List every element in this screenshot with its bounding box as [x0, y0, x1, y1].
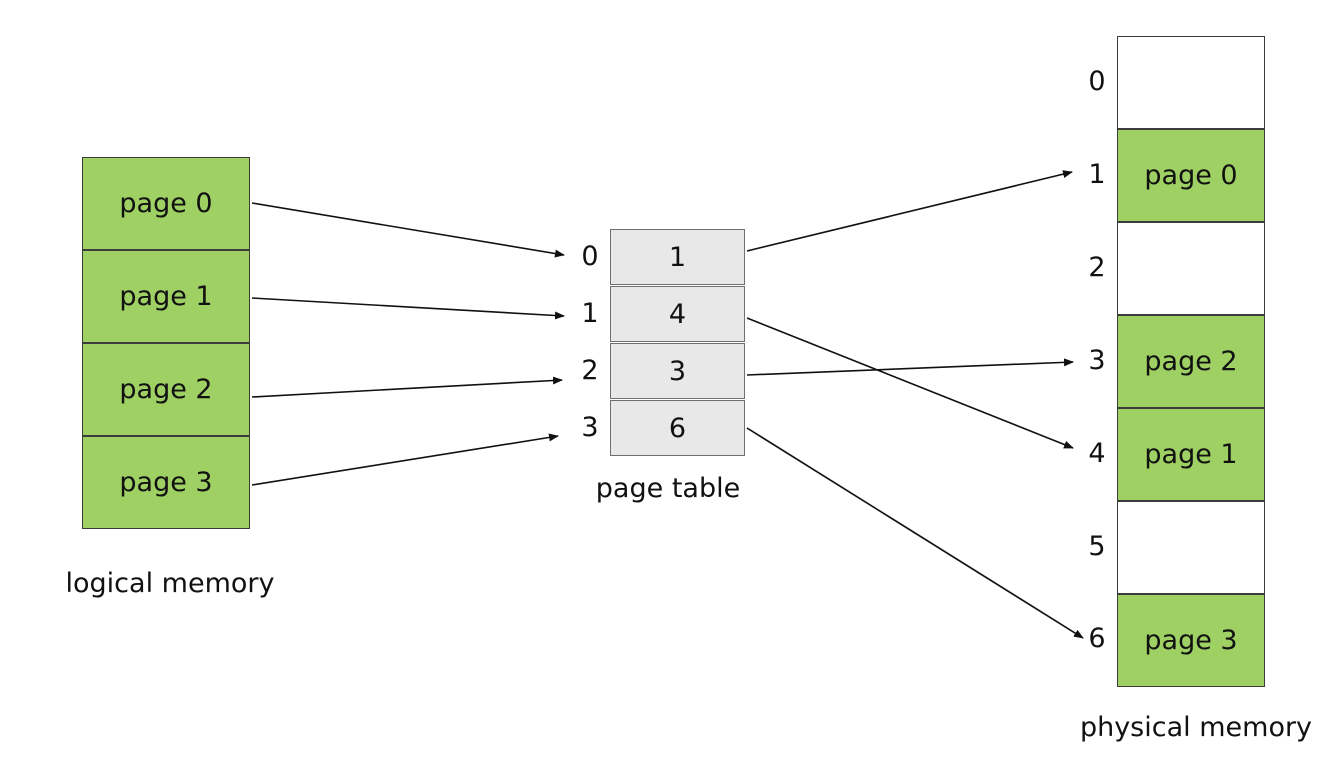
- page-table-index-0: 0: [581, 241, 599, 272]
- page-table-caption: page table: [595, 473, 741, 504]
- physical-memory-caption: physical memory: [1079, 712, 1313, 743]
- page-table-index-3: 3: [581, 412, 599, 443]
- arrow-entry3-to-frame6: [746, 427, 1084, 639]
- logical-page-3: page 3: [82, 436, 250, 529]
- frame-index-1: 1: [1088, 159, 1106, 190]
- frame-0: [1117, 36, 1265, 129]
- page-table-entry-2-value: 3: [668, 355, 687, 387]
- frame-index-0: 0: [1088, 66, 1106, 97]
- page-table-entry-0-value: 1: [668, 241, 687, 273]
- logical-memory-caption: logical memory: [65, 568, 275, 599]
- logical-page-1: page 1: [82, 250, 250, 343]
- arrow-page3-to-entry3: [251, 433, 559, 486]
- arrow-page0-to-entry0: [251, 202, 565, 258]
- frame-index-2: 2: [1088, 252, 1106, 283]
- page-table-entry-0: 1: [610, 229, 745, 285]
- page-table-index-1: 1: [581, 298, 599, 329]
- page-table-entry-1-value: 4: [668, 298, 687, 330]
- page-table-entry-1: 4: [610, 286, 745, 342]
- frame-index-6: 6: [1088, 623, 1106, 654]
- frame-4: page 1: [1117, 408, 1265, 501]
- logical-page-1-label: page 1: [119, 281, 213, 312]
- page-table-entry-3-value: 6: [668, 412, 687, 444]
- frame-index-5: 5: [1088, 531, 1106, 562]
- logical-page-3-label: page 3: [119, 467, 213, 498]
- arrow-entry2-to-frame3: [746, 358, 1074, 376]
- frame-index-3: 3: [1088, 345, 1106, 376]
- page-table-entry-2: 3: [610, 343, 745, 399]
- frame-2: [1117, 222, 1265, 315]
- arrow-entry1-to-frame4: [746, 317, 1074, 449]
- frame-index-4: 4: [1088, 438, 1106, 469]
- page-table-index-2: 2: [581, 355, 599, 386]
- frame-3-content: page 2: [1144, 346, 1238, 377]
- frame-6: page 3: [1117, 594, 1265, 687]
- frame-4-content: page 1: [1144, 439, 1238, 470]
- logical-page-0: page 0: [82, 157, 250, 250]
- frame-1: page 0: [1117, 129, 1265, 222]
- frame-3: page 2: [1117, 315, 1265, 408]
- page-table-entry-3: 6: [610, 400, 745, 456]
- frame-6-content: page 3: [1144, 625, 1238, 656]
- arrow-page2-to-entry2: [251, 376, 563, 398]
- logical-page-0-label: page 0: [119, 188, 213, 219]
- frame-1-content: page 0: [1144, 160, 1238, 191]
- logical-page-2: page 2: [82, 343, 250, 436]
- frame-5: [1117, 501, 1265, 594]
- logical-page-2-label: page 2: [119, 374, 213, 405]
- arrow-entry0-to-frame1: [746, 170, 1073, 252]
- arrow-page1-to-entry1: [251, 297, 565, 320]
